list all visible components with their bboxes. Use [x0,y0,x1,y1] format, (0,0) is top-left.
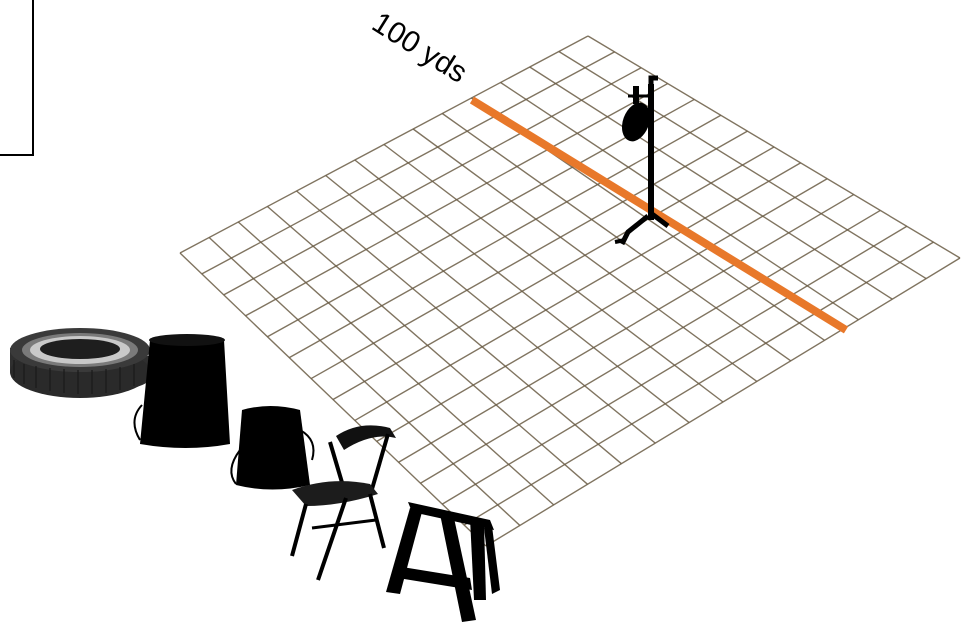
folding-chair-icon [292,425,396,580]
grid-line [333,147,774,400]
hanging-steel-target-icon [615,78,668,244]
distance-label: 100 yds [366,6,473,90]
grid-line [442,114,790,361]
tire-icon [10,328,150,398]
grid-line [530,67,893,299]
grid-line [501,83,859,320]
grid-line [588,36,960,258]
grid-line [420,210,880,483]
grid-line [355,163,801,421]
sawhorse-icon [386,502,500,622]
corner-frame [0,0,33,155]
grid-line [559,52,926,279]
bucket-icon [231,406,313,490]
grid-line [377,179,827,442]
